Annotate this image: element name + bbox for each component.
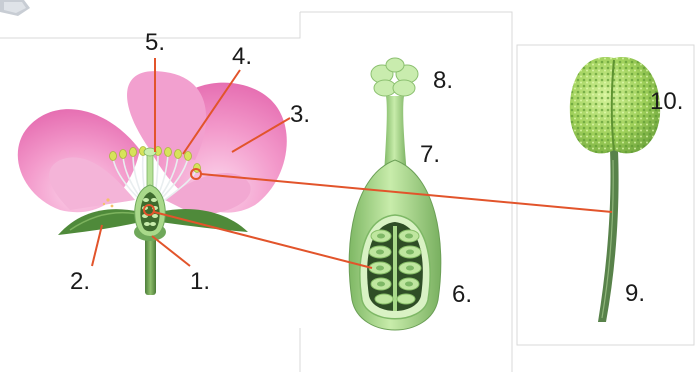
sepal-right bbox=[160, 209, 248, 232]
label-7: 7. bbox=[420, 143, 440, 167]
pistil-style bbox=[147, 152, 153, 190]
label-5: 5. bbox=[145, 31, 165, 55]
stamen-anther-texture bbox=[570, 57, 660, 153]
petal-back-center bbox=[127, 71, 206, 160]
leader-line-2 bbox=[92, 225, 102, 266]
label-1: 1. bbox=[190, 270, 210, 294]
ovary-septum bbox=[393, 226, 397, 311]
label-10: 10. bbox=[650, 90, 683, 114]
connector-ovary-to-pistil bbox=[154, 212, 372, 268]
pistil-stigma-large bbox=[371, 58, 418, 96]
flower-illustration bbox=[18, 71, 287, 295]
label-8: 8. bbox=[433, 69, 453, 93]
leader-line-1 bbox=[152, 236, 190, 266]
label-6: 6. bbox=[452, 283, 472, 307]
label-9: 9. bbox=[625, 282, 645, 306]
label-4: 4. bbox=[232, 45, 252, 69]
label-2: 2. bbox=[70, 270, 90, 294]
corner-logo-icon bbox=[0, 0, 30, 16]
label-3: 3. bbox=[290, 103, 310, 127]
